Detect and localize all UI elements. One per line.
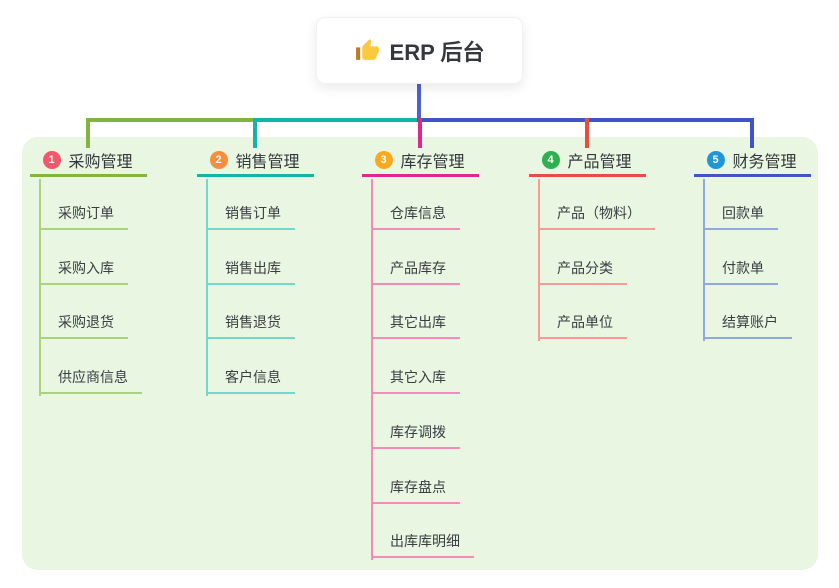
branch-1-child-1[interactable]: 采购订单 bbox=[40, 204, 128, 230]
child-rail-line-3 bbox=[371, 179, 373, 560]
branch-title-4[interactable]: 4 产品管理 bbox=[528, 146, 646, 177]
branch-number-badge: 1 bbox=[42, 151, 61, 169]
branch-3-child-6[interactable]: 库存盘点 bbox=[372, 478, 460, 504]
branch-3-child-1[interactable]: 仓库信息 bbox=[372, 204, 460, 230]
bus-line-mid bbox=[253, 118, 422, 122]
child-rail-line-4 bbox=[538, 179, 540, 341]
branch-5-child-2[interactable]: 付款单 bbox=[704, 259, 778, 285]
branch-title-3[interactable]: 3 库存管理 bbox=[361, 146, 479, 177]
child-rail-line-1 bbox=[39, 179, 41, 396]
branch-1-child-3[interactable]: 采购退货 bbox=[40, 313, 128, 339]
branch-5-child-3[interactable]: 结算账户 bbox=[704, 313, 792, 339]
root-connector-line bbox=[417, 84, 421, 120]
branch-number-badge: 4 bbox=[541, 151, 560, 169]
branch-5-child-1[interactable]: 回款单 bbox=[704, 204, 778, 230]
branch-title-label: 库存管理 bbox=[400, 154, 465, 171]
branch-1-child-4[interactable]: 供应商信息 bbox=[40, 368, 142, 394]
root-node[interactable]: ERP 后台 bbox=[316, 17, 523, 84]
branch-title-label: 产品管理 bbox=[567, 154, 632, 171]
branch-2-child-4[interactable]: 客户信息 bbox=[207, 368, 295, 394]
branch-number-badge: 2 bbox=[209, 151, 228, 169]
root-label: ERP 后台 bbox=[389, 39, 485, 65]
branch-drop-line-2 bbox=[253, 118, 257, 148]
branch-3-child-2[interactable]: 产品库存 bbox=[372, 259, 460, 285]
branch-drop-line-3 bbox=[418, 118, 422, 148]
thumbs-up-icon bbox=[355, 38, 380, 63]
branch-3-child-3[interactable]: 其它出库 bbox=[372, 313, 460, 339]
branch-drop-line-1 bbox=[86, 118, 90, 148]
branch-3-child-7[interactable]: 出库库明细 bbox=[372, 532, 474, 558]
branches-panel bbox=[22, 137, 818, 570]
child-rail-line-2 bbox=[206, 179, 208, 396]
branch-4-child-1[interactable]: 产品（物料） bbox=[539, 204, 655, 230]
branch-title-2[interactable]: 2 销售管理 bbox=[196, 146, 314, 177]
branch-drop-line-5 bbox=[750, 118, 754, 148]
branch-title-5[interactable]: 5 财务管理 bbox=[693, 146, 811, 177]
branch-2-child-3[interactable]: 销售退货 bbox=[207, 313, 295, 339]
branch-2-child-2[interactable]: 销售出库 bbox=[207, 259, 295, 285]
branch-3-child-5[interactable]: 库存调拨 bbox=[372, 423, 460, 449]
branch-title-label: 财务管理 bbox=[732, 154, 797, 171]
branch-4-child-2[interactable]: 产品分类 bbox=[539, 259, 627, 285]
branch-title-label: 采购管理 bbox=[68, 154, 133, 171]
branch-title-1[interactable]: 1 采购管理 bbox=[29, 146, 147, 177]
branch-4-child-3[interactable]: 产品单位 bbox=[539, 313, 627, 339]
child-rail-line-5 bbox=[703, 179, 705, 341]
branch-title-label: 销售管理 bbox=[235, 154, 300, 171]
branch-1-child-2[interactable]: 采购入库 bbox=[40, 259, 128, 285]
branch-number-badge: 5 bbox=[706, 151, 725, 169]
branch-3-child-4[interactable]: 其它入库 bbox=[372, 368, 460, 394]
branch-drop-line-4 bbox=[585, 118, 589, 148]
branch-2-child-1[interactable]: 销售订单 bbox=[207, 204, 295, 230]
branch-number-badge: 3 bbox=[374, 151, 393, 169]
